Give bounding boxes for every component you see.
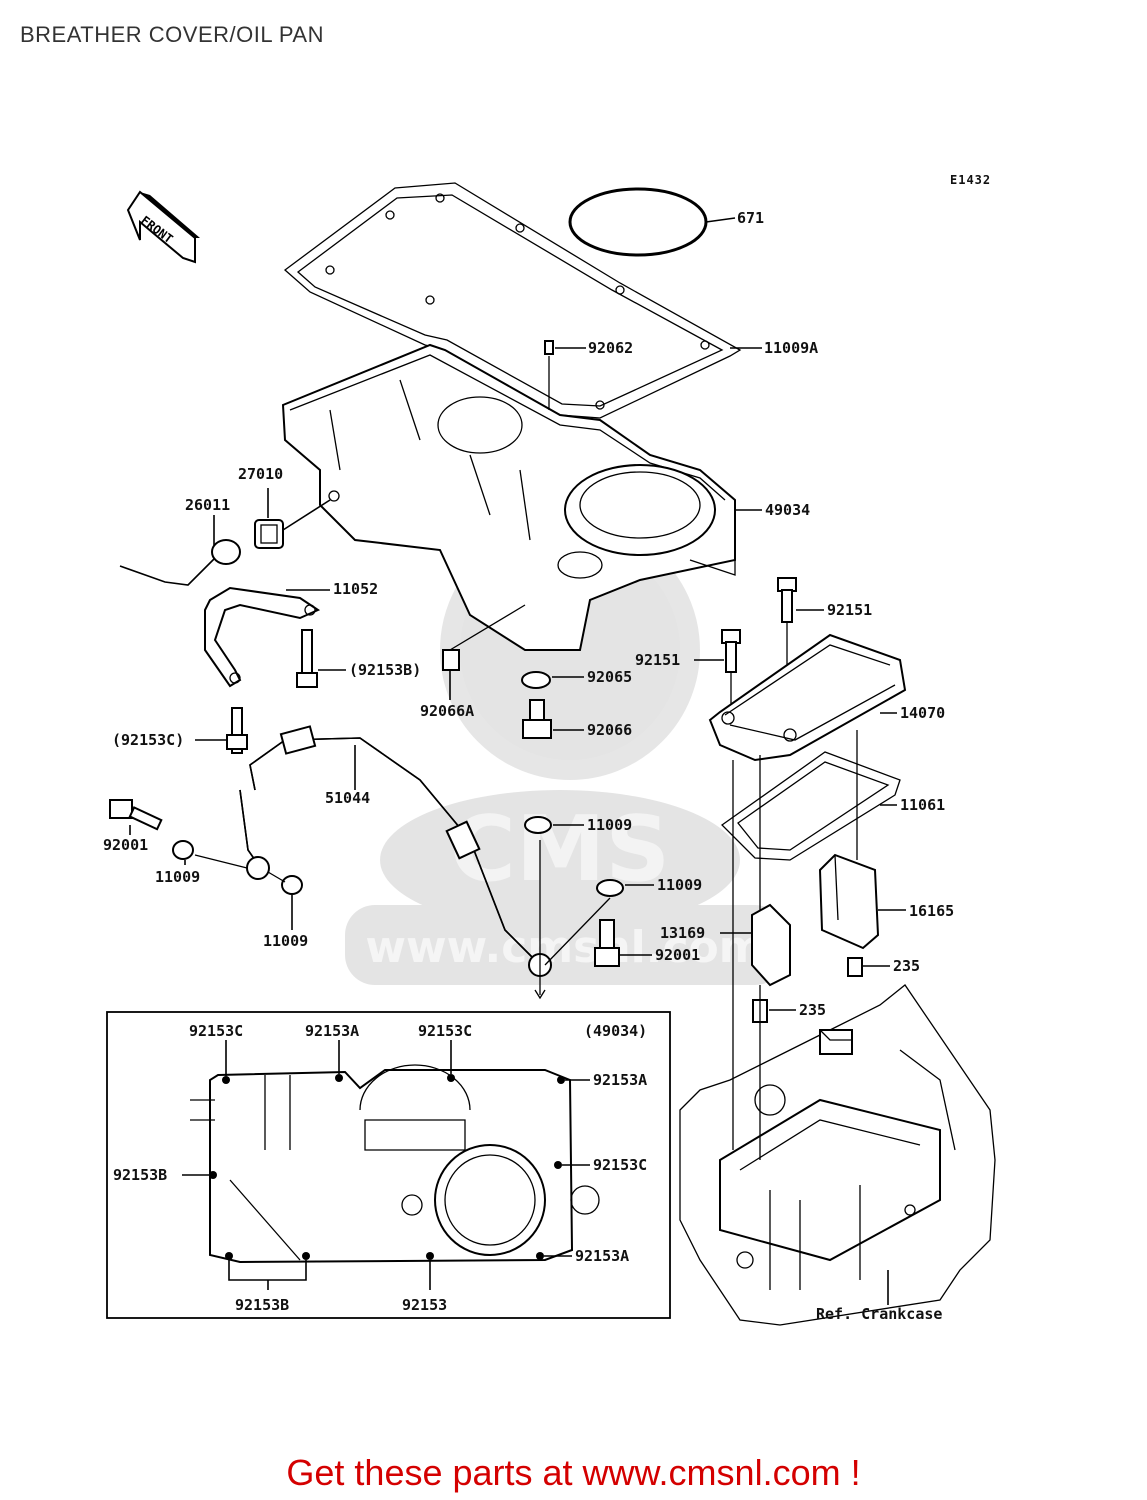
- washer-11009-mid-lower: 11009: [596, 876, 702, 897]
- front-arrow-icon: FRONT: [126, 190, 200, 264]
- switch-27010: 27010: [238, 465, 331, 549]
- callout-92066: 92066: [587, 721, 632, 739]
- part-13169: 13169: [660, 903, 791, 987]
- inset-callout-92153A-2: 92153A: [593, 1071, 647, 1089]
- page-title: BREATHER COVER/OIL PAN: [20, 22, 324, 47]
- callout-11009A: 11009A: [764, 339, 818, 357]
- callout-26011: 26011: [185, 496, 230, 514]
- inset-callout-92153C-3: 92153C: [593, 1156, 647, 1174]
- inset-callout-92153: 92153: [402, 1296, 447, 1314]
- screw-235-right: 235: [847, 957, 920, 977]
- callout-92062: 92062: [588, 339, 633, 357]
- breather-cover-14070: 14070: [708, 633, 945, 762]
- callout-27010: 27010: [238, 465, 283, 483]
- callout-14070: 14070: [900, 704, 945, 722]
- callout-235-right: 235: [893, 957, 920, 975]
- bolt-92001-right: 92001: [594, 919, 700, 967]
- hose-51044: 51044: [239, 725, 611, 1000]
- footer-cta[interactable]: Get these parts at www.cmsnl.com !: [0, 1452, 1147, 1494]
- bolt-92001-left: 92001: [103, 799, 163, 854]
- washer-11009-left-lower: 11009: [194, 854, 308, 950]
- callout-13169: 13169: [660, 924, 705, 942]
- callout-49034: 49034: [765, 501, 810, 519]
- svg-text:CMS: CMS: [450, 797, 670, 902]
- callout-11009-mid-upper: 11009: [587, 816, 632, 834]
- plug-92066: 92066: [522, 699, 632, 739]
- callout-235-left: 235: [799, 1001, 826, 1019]
- callout-51044: 51044: [325, 789, 370, 807]
- inset-callout-92153B-1: 92153B: [113, 1166, 167, 1184]
- inset-callout-92153A-3: 92153A: [575, 1247, 629, 1265]
- washer-92065: 92065: [521, 668, 632, 689]
- gasket-11009A: 11009A: [283, 182, 818, 419]
- callout-11009-mid-lower: 11009: [657, 876, 702, 894]
- bolt-92151-lower: 92151: [635, 629, 741, 715]
- callout-16165: 16165: [909, 902, 954, 920]
- inset-title: (49034): [584, 1022, 647, 1040]
- o-ring-671: 671: [568, 187, 764, 257]
- callout-92001-left: 92001: [103, 836, 148, 854]
- part-92062: 92062: [544, 339, 633, 410]
- callout-92001-right: 92001: [655, 946, 700, 964]
- bracket-11052: 11052: [204, 580, 378, 688]
- ref-crankcase-label: Ref. Crankcase: [816, 1305, 942, 1323]
- screw-235-left: 235: [752, 999, 826, 1023]
- callout-11052: 11052: [333, 580, 378, 598]
- part-16165: 16165: [818, 853, 954, 950]
- diagram-code: E1432: [950, 173, 991, 187]
- footer-cta-text[interactable]: Get these parts at www.cmsnl.com !: [286, 1452, 861, 1493]
- washer-11009-left-upper: 11009: [155, 840, 200, 886]
- lead-26011: 26011: [119, 496, 241, 586]
- callout-92151-lower: 92151: [635, 651, 680, 669]
- callout-92153B-paren: (92153B): [349, 661, 421, 679]
- callout-92153C-paren: (92153C): [112, 731, 184, 749]
- bolt-92153C: (92153C): [112, 707, 248, 754]
- inset-callout-92153C-1: 92153C: [189, 1022, 243, 1040]
- callout-11061: 11061: [900, 796, 945, 814]
- watermark-url: www.cmsnl.com: [365, 922, 764, 973]
- oil-pan-49034: 49034: [281, 343, 810, 651]
- gasket-11061: 11061: [720, 730, 945, 915]
- callout-92066A: 92066A: [420, 702, 474, 720]
- inset-49034: (49034) 92153C 92153A 92153C 92153A 9215…: [106, 1011, 671, 1319]
- callout-11009-left-upper: 11009: [155, 868, 200, 886]
- callout-671: 671: [737, 209, 764, 227]
- callout-11009-left-lower: 11009: [263, 932, 308, 950]
- part-92066A: 92066A: [420, 604, 526, 720]
- crankcase-reference: Ref. Crankcase: [679, 760, 996, 1326]
- inset-callout-92153C-2: 92153C: [418, 1022, 472, 1040]
- bolt-92153B: (92153B): [296, 629, 421, 688]
- inset-callout-92153B-2: 92153B: [235, 1296, 289, 1314]
- callout-92151-upper: 92151: [827, 601, 872, 619]
- callout-92065: 92065: [587, 668, 632, 686]
- washer-11009-mid-upper: 11009: [524, 816, 632, 834]
- inset-callout-92153A-1: 92153A: [305, 1022, 359, 1040]
